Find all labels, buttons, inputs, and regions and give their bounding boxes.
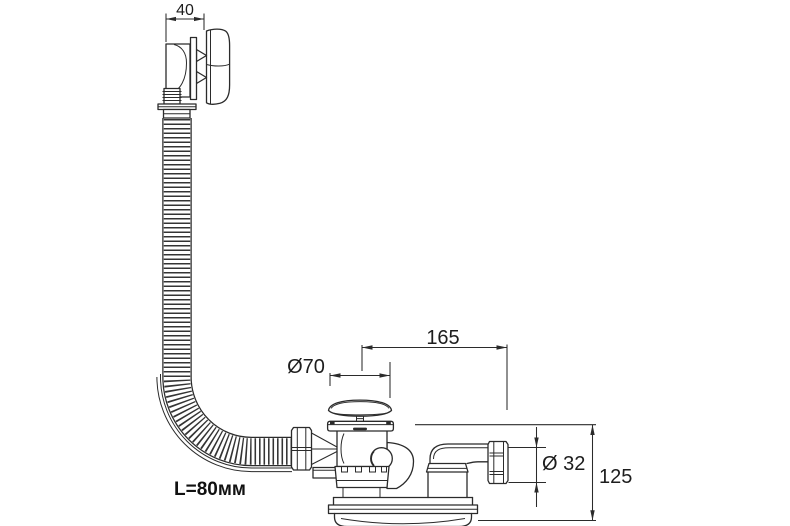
overflow-body [165, 43, 191, 98]
body-neck [342, 487, 381, 498]
drain-body-group [326, 399, 415, 498]
bottom-cup [327, 496, 479, 526]
riser-ring [425, 462, 469, 473]
hose-jacket-line [156, 376, 292, 473]
cup-bowl [333, 512, 473, 526]
drain-flange [326, 420, 395, 432]
outlet-boss [386, 441, 415, 490]
outlet-elbow [429, 443, 490, 465]
drain-plug-cap [327, 399, 393, 422]
flexible-hose [156, 117, 296, 473]
hose-cone [311, 432, 338, 465]
dimension-plug-diameter: Ø70 [287, 356, 391, 398]
inlet-stub [312, 466, 338, 479]
hose-length-label: L=80мм [174, 479, 246, 500]
overflow-clip [195, 70, 208, 85]
outlet-nut [487, 440, 509, 485]
dim-label-125: 125 [599, 466, 632, 488]
outlet-assembly [425, 440, 509, 499]
hose-jacket-line [160, 374, 292, 469]
overflow-faceplate [189, 36, 198, 101]
dimension-offset-length: 165 [361, 327, 508, 410]
overflow-clip [195, 48, 208, 63]
dimension-outlet-diameter: Ø 32 [508, 427, 585, 507]
hose-nut [290, 426, 338, 479]
dimension-overflow-width: 40 [165, 2, 205, 42]
dimension-install-height: 125 [415, 424, 632, 522]
dim-label-32: Ø 32 [542, 453, 585, 475]
dim-label-70: Ø70 [287, 356, 325, 378]
overflow-thread [163, 87, 181, 105]
dim-label-40: 40 [176, 2, 194, 19]
overflow-assembly [157, 28, 231, 119]
outlet-riser [427, 471, 468, 499]
dim-label-165: 165 [426, 327, 459, 349]
overflow-knob [205, 28, 231, 105]
